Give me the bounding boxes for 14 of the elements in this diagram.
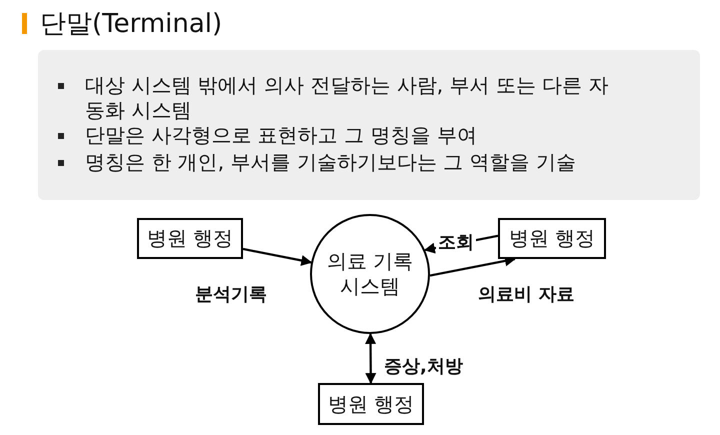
terminal-box: 병원 행정: [137, 218, 243, 259]
arrow: [242, 248, 312, 266]
edge-label: 조회: [436, 232, 476, 254]
terminal-box: 병원 행정: [318, 383, 424, 425]
edge-label: 분석기록: [193, 284, 269, 306]
bullet-text: 단말은 사각형으로 표현하고 그 명칭을 부여: [85, 123, 478, 148]
edge-label: 증상,처방: [382, 356, 465, 378]
heading: 단말(Terminal): [40, 8, 222, 40]
process-circle: 의료 기록 시스템: [310, 214, 430, 334]
bullet-text: 명칭은 한 개인, 부서를 기술하기보다는 그 역할을 기술: [85, 150, 577, 175]
terminal-box: 병원 행정: [498, 218, 606, 259]
bullet-text: 대상 시스템 밖에서 의사 전달하는 사람, 부서 또는 다른 자동화 시스템: [85, 73, 610, 123]
edge-label: 의료비 자료: [476, 284, 576, 306]
arrow: [365, 332, 376, 384]
